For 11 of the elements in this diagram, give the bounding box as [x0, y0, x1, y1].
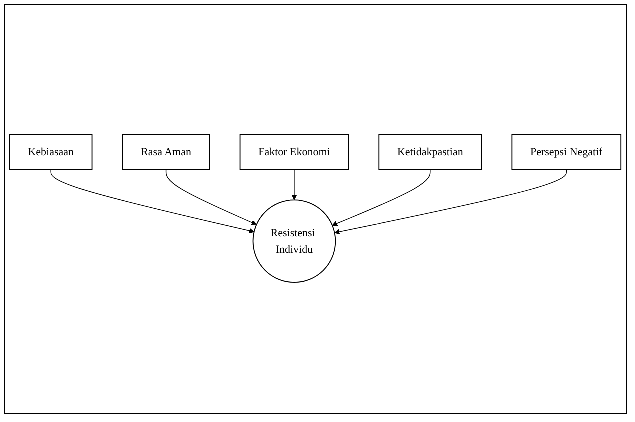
arrow	[334, 170, 567, 235]
node-box: Faktor Ekonomi	[240, 134, 350, 170]
node-box: Kebiasaan	[9, 134, 93, 170]
node-box: Persepsi Negatif	[512, 134, 622, 170]
arrow	[332, 170, 431, 226]
node-box: Rasa Aman	[122, 134, 210, 170]
node-box: Ketidakpastian	[378, 134, 482, 170]
arrow	[50, 170, 255, 234]
arrow	[292, 170, 298, 201]
node-circle: Resistensi Individu	[252, 200, 336, 284]
arrow	[166, 170, 257, 226]
